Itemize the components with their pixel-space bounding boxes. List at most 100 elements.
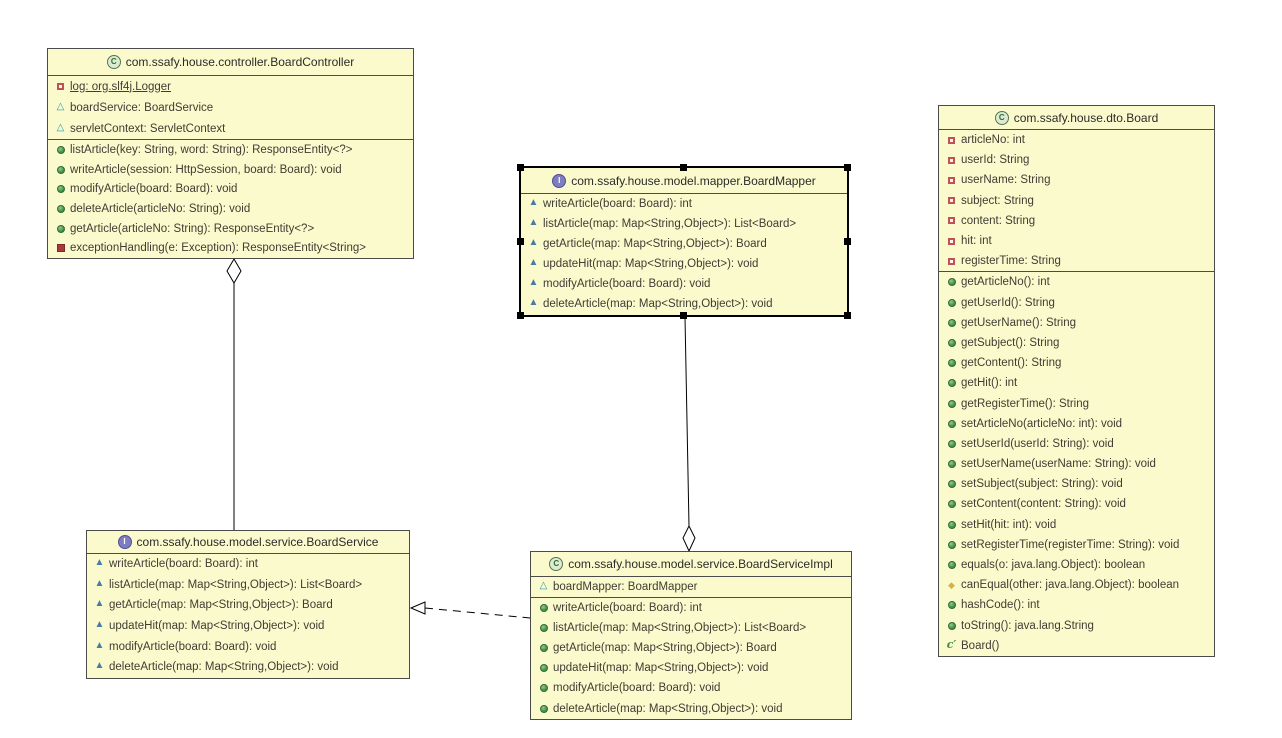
class-title-bar[interactable]: com.ssafy.house.model.service.BoardServi…: [531, 552, 851, 577]
member-row[interactable]: deleteArticle(map: Map<String,Object>): …: [521, 294, 847, 314]
member-label: registerTime: String: [961, 255, 1061, 268]
member-row[interactable]: getArticleNo(): int: [939, 272, 1214, 292]
member-row[interactable]: getHit(): int: [939, 373, 1214, 393]
member-row[interactable]: deleteArticle(map: Map<String,Object>): …: [87, 657, 409, 678]
selection-handle[interactable]: [680, 312, 687, 319]
member-row[interactable]: articleNo: int: [939, 130, 1214, 150]
selection-handle[interactable]: [844, 237, 851, 245]
member-row[interactable]: boardService: BoardService: [48, 97, 413, 118]
member-label: setRegisterTime(registerTime: String): v…: [961, 538, 1180, 551]
selection-handle[interactable]: [844, 164, 851, 171]
class-title-bar[interactable]: com.ssafy.house.controller.BoardControll…: [48, 49, 413, 76]
member-row[interactable]: modifyArticle(board: Board): void: [531, 678, 851, 698]
member-row[interactable]: listArticle(key: String, word: String): …: [48, 140, 413, 160]
member-row[interactable]: setSubject(subject: String): void: [939, 474, 1214, 494]
member-row[interactable]: userId: String: [939, 150, 1214, 170]
selection-handle[interactable]: [517, 164, 524, 171]
class-box-boardcontroller[interactable]: com.ssafy.house.controller.BoardControll…: [47, 48, 414, 259]
member-label: subject: String: [961, 194, 1034, 207]
abstract-method-icon: [527, 198, 540, 210]
class-box-boardmapper[interactable]: com.ssafy.house.model.mapper.BoardMapper…: [517, 164, 851, 319]
member-row[interactable]: getSubject(): String: [939, 333, 1214, 353]
member-row[interactable]: getArticle(map: Map<String,Object>): Boa…: [87, 595, 409, 616]
member-label: modifyArticle(board: Board): void: [70, 183, 238, 196]
member-row[interactable]: updateHit(map: Map<String,Object>): void: [531, 658, 851, 678]
member-row[interactable]: setUserId(userId: String): void: [939, 434, 1214, 454]
member-label: getRegisterTime(): String: [961, 397, 1090, 410]
member-row[interactable]: getUserName(): String: [939, 313, 1214, 333]
member-row[interactable]: Board(): [939, 636, 1214, 656]
member-label: listArticle(map: Map<String,Object>): Li…: [109, 578, 363, 591]
realization-edge-serviceimpl-boardservice[interactable]: [409, 601, 531, 619]
member-row[interactable]: modifyArticle(board: Board): void: [521, 274, 847, 294]
member-row[interactable]: setRegisterTime(registerTime: String): v…: [939, 535, 1214, 555]
selection-handle[interactable]: [517, 237, 524, 245]
member-row[interactable]: writeArticle(session: HttpSession, board…: [48, 160, 413, 180]
member-row[interactable]: setArticleNo(articleNo: int): void: [939, 414, 1214, 434]
member-row[interactable]: modifyArticle(board: Board): void: [48, 179, 413, 199]
member-row[interactable]: registerTime: String: [939, 251, 1214, 271]
member-label: getUserName(): String: [961, 316, 1077, 329]
class-title-bar[interactable]: com.ssafy.house.model.mapper.BoardMapper: [521, 168, 847, 194]
member-row[interactable]: listArticle(map: Map<String,Object>): Li…: [521, 214, 847, 234]
public-method-icon: [537, 622, 550, 634]
member-row[interactable]: getArticle(articleNo: String): ResponseE…: [48, 219, 413, 239]
member-row[interactable]: hit: int: [939, 231, 1214, 251]
member-row[interactable]: log: org.slf4j.Logger: [48, 76, 413, 97]
methods-section: writeArticle(board: Board): int listArtic…: [531, 598, 851, 719]
selection-handle[interactable]: [844, 312, 851, 319]
member-row[interactable]: userName: String: [939, 170, 1214, 190]
class-box-boardserviceimpl[interactable]: com.ssafy.house.model.service.BoardServi…: [530, 551, 852, 720]
member-row[interactable]: writeArticle(board: Board): int: [521, 194, 847, 214]
public-method-icon: [537, 682, 550, 694]
member-row[interactable]: boardMapper: BoardMapper: [531, 577, 851, 597]
public-method-icon: [945, 276, 958, 288]
aggregation-edge-serviceimpl-boardmapper[interactable]: [682, 316, 696, 553]
member-row[interactable]: getArticle(map: Map<String,Object>): Boa…: [521, 234, 847, 254]
class-title-bar[interactable]: com.ssafy.house.dto.Board: [939, 106, 1214, 130]
member-row[interactable]: equals(o: java.lang.Object): boolean: [939, 555, 1214, 575]
public-method-icon: [945, 519, 958, 531]
selection-handle[interactable]: [680, 164, 687, 171]
member-row[interactable]: exceptionHandling(e: Exception): Respons…: [48, 238, 413, 258]
member-row[interactable]: setUserName(userName: String): void: [939, 454, 1214, 474]
member-label: listArticle(map: Map<String,Object>): Li…: [553, 622, 807, 635]
selection-handle[interactable]: [517, 312, 524, 319]
member-row[interactable]: setContent(content: String): void: [939, 494, 1214, 514]
member-row[interactable]: updateHit(map: Map<String,Object>): void: [87, 616, 409, 637]
abstract-method-icon: [527, 278, 540, 290]
member-label: deleteArticle(articleNo: String): void: [70, 202, 251, 215]
member-row[interactable]: writeArticle(board: Board): int: [87, 554, 409, 575]
member-label: getSubject(): String: [961, 336, 1060, 349]
member-row[interactable]: toString(): java.lang.String: [939, 616, 1214, 636]
member-row[interactable]: deleteArticle(map: Map<String,Object>): …: [531, 698, 851, 718]
member-row[interactable]: getArticle(map: Map<String,Object>): Boa…: [531, 638, 851, 658]
member-row[interactable]: subject: String: [939, 191, 1214, 211]
package-field-icon: [537, 581, 550, 593]
public-method-icon: [945, 337, 958, 349]
class-box-board-dto[interactable]: com.ssafy.house.dto.Board articleNo: int…: [938, 105, 1215, 657]
member-label: writeArticle(session: HttpSession, board…: [70, 163, 342, 176]
member-row[interactable]: content: String: [939, 211, 1214, 231]
member-row[interactable]: getUserId(): String: [939, 293, 1214, 313]
aggregation-edge-controller-boardservice[interactable]: [226, 258, 242, 530]
class-title-bar[interactable]: com.ssafy.house.model.service.BoardServi…: [87, 531, 409, 554]
member-row[interactable]: servletContext: ServletContext: [48, 118, 413, 139]
private-field-icon: [945, 255, 958, 267]
member-row[interactable]: hashCode(): int: [939, 595, 1214, 615]
member-row[interactable]: deleteArticle(articleNo: String): void: [48, 199, 413, 219]
member-row[interactable]: canEqual(other: java.lang.Object): boole…: [939, 575, 1214, 595]
member-row[interactable]: getRegisterTime(): String: [939, 393, 1214, 413]
member-row[interactable]: getContent(): String: [939, 353, 1214, 373]
member-row[interactable]: modifyArticle(board: Board): void: [87, 636, 409, 657]
class-box-boardservice[interactable]: com.ssafy.house.model.service.BoardServi…: [86, 530, 410, 679]
member-row[interactable]: listArticle(map: Map<String,Object>): Li…: [87, 575, 409, 596]
member-row[interactable]: updateHit(map: Map<String,Object>): void: [521, 254, 847, 274]
member-row[interactable]: writeArticle(board: Board): int: [531, 598, 851, 618]
interface-icon: [552, 173, 567, 188]
member-row[interactable]: listArticle(map: Map<String,Object>): Li…: [531, 618, 851, 638]
member-row[interactable]: setHit(hit: int): void: [939, 515, 1214, 535]
